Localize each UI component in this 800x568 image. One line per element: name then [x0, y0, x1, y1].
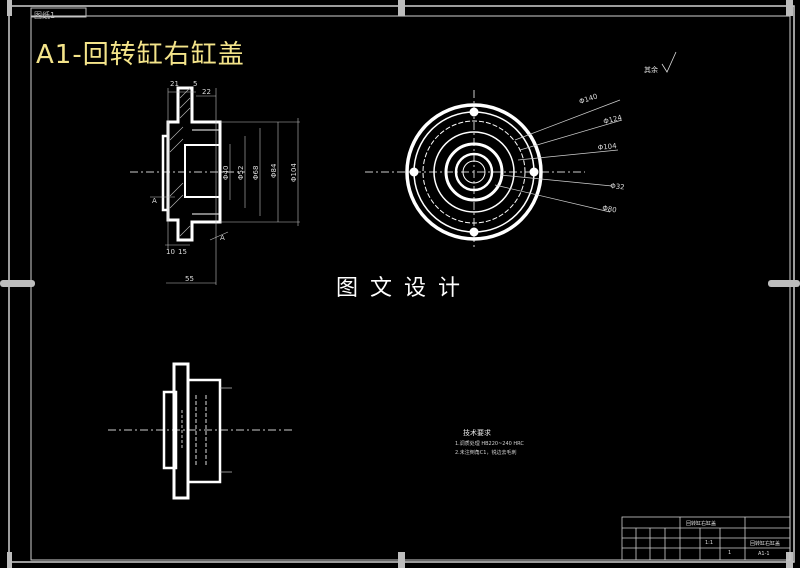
dim-5: 5 — [193, 80, 197, 88]
title-block-sheet: 1 — [728, 550, 732, 556]
dim-15: 15 — [178, 248, 187, 256]
sheet-tab[interactable] — [30, 7, 87, 18]
dim-21: 21 — [170, 80, 179, 88]
dim-d80: Φ80 — [602, 204, 618, 214]
dim-a1: A — [152, 197, 157, 205]
bottom-view — [108, 362, 295, 500]
title-block — [621, 516, 791, 561]
drawing-title: A1-回转缸右缸盖 — [36, 40, 245, 70]
front-view — [365, 90, 623, 250]
sheet-inner-border — [30, 15, 791, 561]
title-block-scale: 1:1 — [705, 540, 714, 546]
dim-d40: Φ40 — [222, 166, 230, 180]
title-block-company: 回转缸右缸盖 — [686, 521, 717, 527]
watermark-text: 图文设计 — [336, 276, 473, 301]
note-line-1: 1.调质处理 HB220~240 HRC — [455, 441, 524, 447]
section-view — [130, 86, 300, 285]
dim-d140: Φ140 — [578, 92, 598, 105]
dim-d124: Φ124 — [603, 113, 624, 125]
dim-22: 22 — [202, 88, 211, 96]
notes-heading: 技术要求 — [463, 429, 491, 437]
dim-55: 55 — [185, 275, 194, 283]
dim-d84: Φ84 — [270, 163, 278, 178]
title-block-drawing-no: A1-1 — [758, 551, 770, 557]
note-line-2: 2.未注倒角C1，锐边去毛刺 — [455, 450, 517, 456]
sheet-tab-label: 图纸1 — [34, 11, 55, 20]
roughness-label: 其余 — [644, 65, 658, 74]
dim-d52: Φ52 — [237, 166, 245, 180]
dim-d32: Φ32 — [610, 182, 625, 191]
dim-d104: Φ104 — [290, 163, 298, 182]
section-dims: 21 5 22 Φ40 Φ52 Φ68 Φ84 Φ104 A A 10 15 5… — [152, 80, 298, 283]
roughness-symbol — [661, 51, 677, 73]
dim-d68: Φ68 — [252, 166, 260, 180]
dim-a2: A — [220, 234, 225, 242]
title-block-part: 回转缸右缸盖 — [750, 541, 781, 547]
dim-10: 10 — [166, 248, 175, 256]
dim-d104-front: Φ104 — [597, 142, 617, 152]
